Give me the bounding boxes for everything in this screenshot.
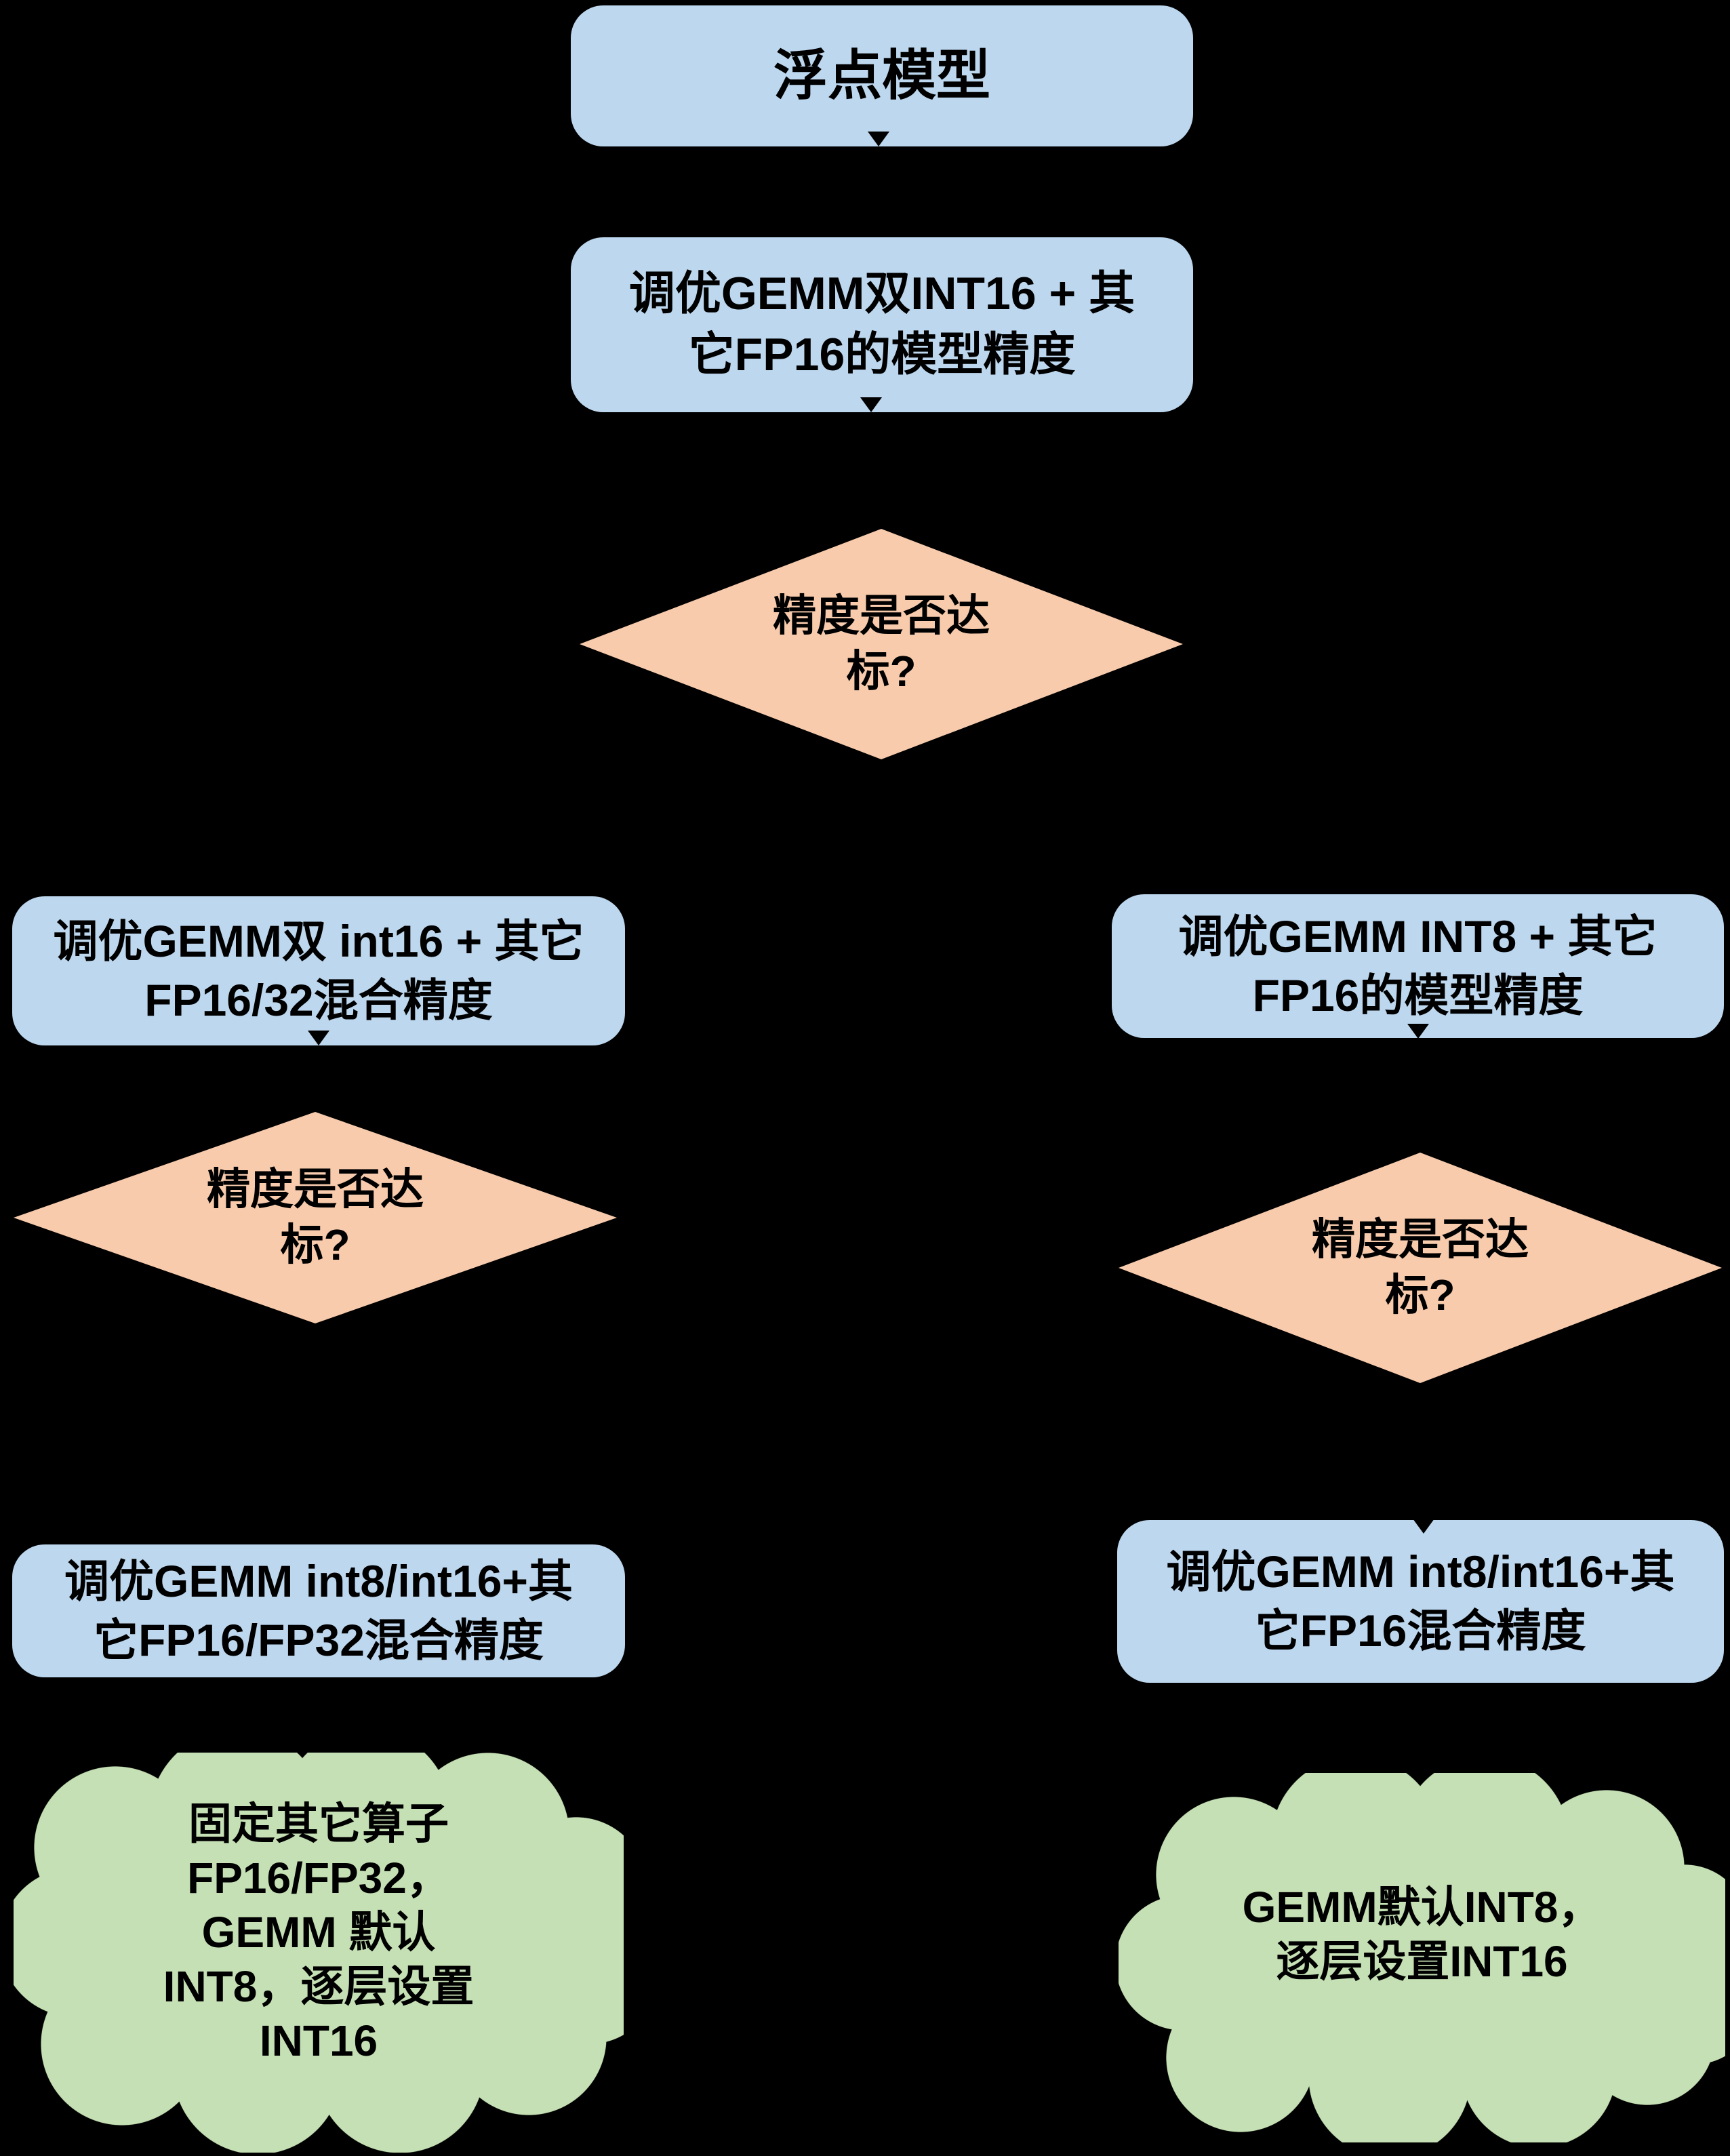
node-text-line: INT8，逐层设置 [163, 1962, 475, 2011]
node-text-line: GEMM 默认 [201, 1908, 436, 1957]
node-text-line: 固定其它算子 [188, 1799, 449, 1848]
cloud-note-right: GEMM默认INT8， 逐层设置INT16 [1119, 1773, 1725, 2142]
node-text-line: 调优GEMM双INT16 + 其 [628, 268, 1135, 320]
arrow-tip-notch [1413, 1519, 1434, 1534]
node-text-line: FP16/FP32， [187, 1854, 450, 1902]
cloud-note-left: 固定其它算子 FP16/FP32， GEMM 默认 INT8，逐层设置 INT1… [14, 1753, 624, 2153]
node-text-line: 调优GEMM双 int16 + 其它 [53, 915, 584, 966]
arrow-tip-notch [860, 397, 882, 412]
arrow-tip-notch [1407, 1024, 1429, 1039]
node-text-line: 精度是否达 [1312, 1215, 1529, 1264]
decision-accuracy-right: 精度是否达 标? [1119, 1153, 1722, 1383]
node-text-line: 它FP16的模型精度 [688, 329, 1076, 380]
node-tune-gemm-dual-int16-mixed: 调优GEMM双 int16 + 其它 FP16/32混合精度 [12, 896, 625, 1045]
node-text-line: 精度是否达 [207, 1165, 424, 1214]
node-tune-gemm-int8: 调优GEMM INT8 + 其它 FP16的模型精度 [1112, 894, 1724, 1038]
node-text-line: 它FP16混合精度 [1255, 1605, 1586, 1656]
node-text-line: 逐层设置INT16 [1276, 1936, 1568, 1986]
decision-accuracy-top: 精度是否达 标? [580, 529, 1183, 759]
node-text-line: 调优GEMM int8/int16+其 [1166, 1546, 1675, 1597]
node-text-line: GEMM默认INT8， [1242, 1882, 1602, 1932]
arrow-tip-notch [308, 1031, 329, 1045]
node-text-line: 标? [1385, 1271, 1455, 1319]
node-tune-gemm-int8-int16-fp32: 调优GEMM int8/int16+其 它FP16/FP32混合精度 [12, 1544, 625, 1677]
node-text-line: 浮点模型 [773, 45, 990, 106]
node-text-line: 调优GEMM INT8 + 其它 [1178, 911, 1657, 961]
arrow-tip-notch [868, 132, 889, 146]
node-text-line: FP16/32混合精度 [144, 975, 493, 1025]
decision-accuracy-left: 精度是否达 标? [14, 1112, 617, 1323]
node-text-line: 它FP16/FP32混合精度 [94, 1615, 544, 1665]
node-float-model: 浮点模型 [571, 5, 1193, 146]
node-tune-gemm-int8-int16-fp16: 调优GEMM int8/int16+其 它FP16混合精度 [1117, 1520, 1724, 1683]
node-text-line: FP16的模型精度 [1252, 970, 1584, 1020]
node-tune-gemm-dual-int16: 调优GEMM双INT16 + 其 它FP16的模型精度 [571, 237, 1193, 412]
node-text-line: INT16 [259, 2016, 378, 2065]
node-text-line: 调优GEMM int8/int16+其 [64, 1555, 573, 1606]
node-text-line: 精度是否达 [773, 591, 990, 641]
node-text-line: 标? [280, 1220, 350, 1269]
node-text-line: 标? [846, 647, 917, 696]
